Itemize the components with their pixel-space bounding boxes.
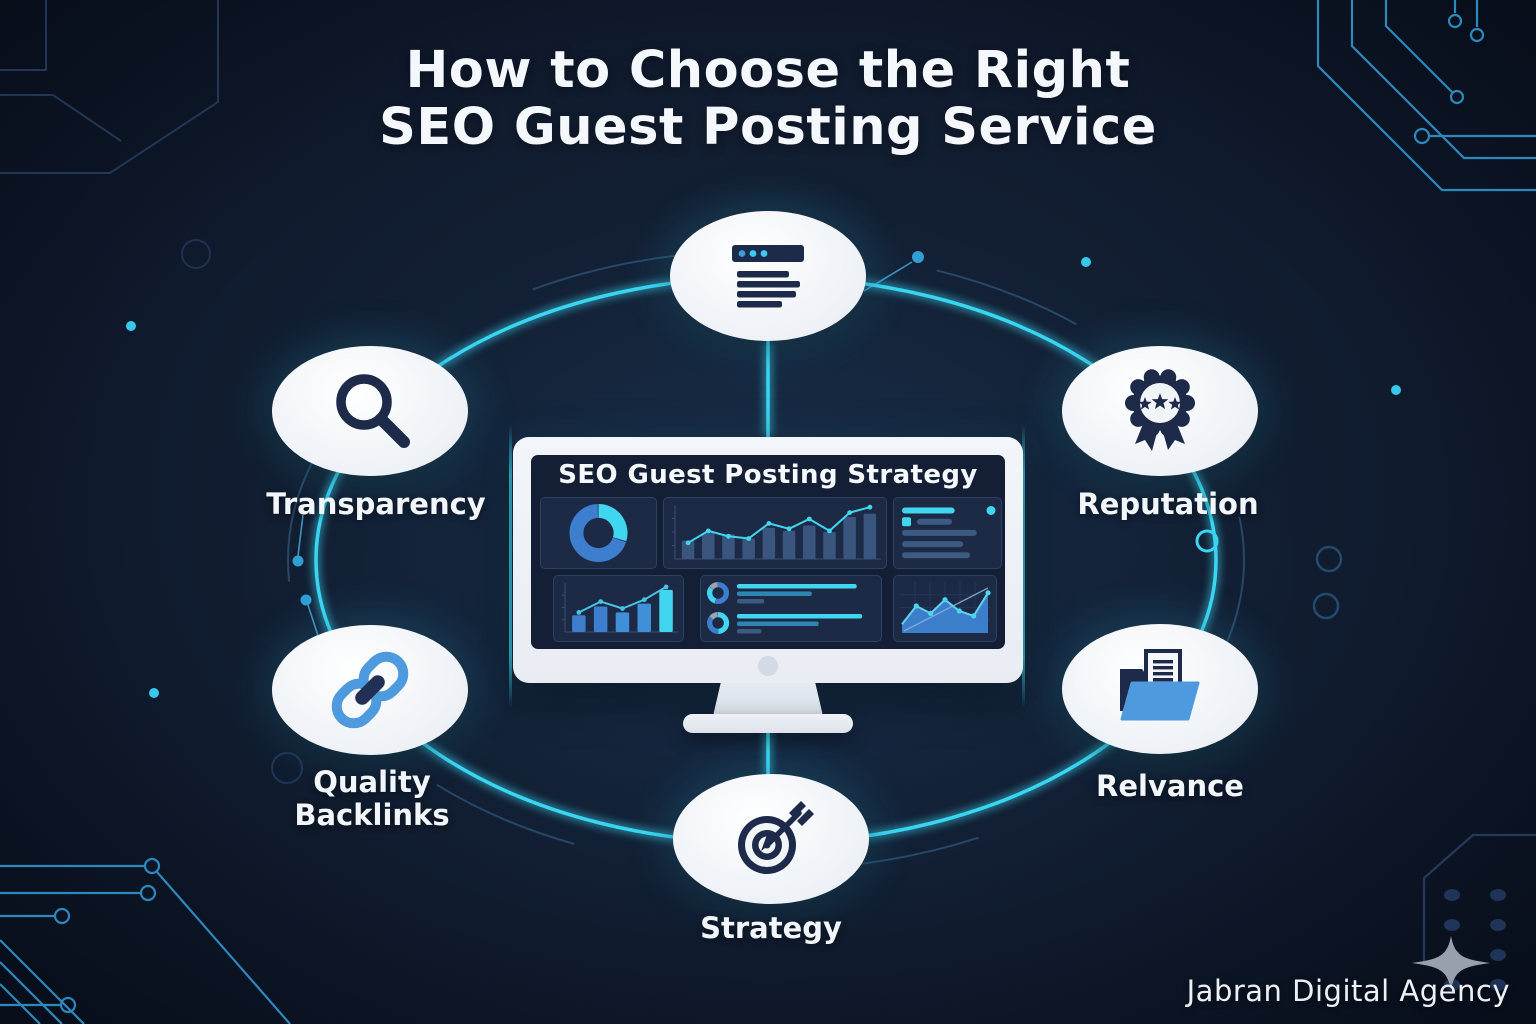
label-relevance: Relvance bbox=[1096, 769, 1244, 803]
monitor-screen: SEO Guest Posting Strategy bbox=[531, 455, 1005, 649]
browser-window-icon bbox=[732, 245, 804, 308]
secondary-orbit-ring bbox=[287, 249, 1245, 871]
node-reputation-circle bbox=[1062, 346, 1258, 476]
monitor: SEO Guest Posting Strategy bbox=[513, 437, 1023, 683]
award-badge-icon bbox=[1125, 369, 1195, 451]
dashboard-panel-growth-chart bbox=[553, 575, 684, 642]
circuit-decoration-top-right bbox=[1316, 0, 1536, 192]
label-reputation: Reputation bbox=[1077, 487, 1259, 521]
scatter-dots bbox=[126, 251, 1401, 784]
search-icon bbox=[336, 374, 410, 448]
folder-icon bbox=[1120, 649, 1200, 721]
dashboard-panel-donut-chart bbox=[540, 497, 657, 569]
label-transparency: Transparency bbox=[266, 487, 486, 521]
monitor-left-glow-line bbox=[509, 424, 512, 708]
dashboard-title: SEO Guest Posting Strategy bbox=[558, 460, 978, 490]
node-relevance-circle bbox=[1062, 624, 1258, 754]
node-backlinks-circle bbox=[272, 625, 468, 755]
brand-footer: Jabran Digital Agency bbox=[1186, 974, 1510, 1008]
dashboard-panel-text-summary bbox=[893, 497, 1002, 569]
label-strategy: Strategy bbox=[700, 911, 842, 945]
dashboard-panel-trend-chart bbox=[663, 497, 887, 569]
monitor-camera-dot bbox=[758, 656, 778, 676]
dashboard-panel-area-chart bbox=[893, 575, 997, 642]
monitor-stand-neck bbox=[713, 683, 823, 716]
node-content-circle bbox=[670, 211, 866, 341]
monitor-stand-base bbox=[683, 714, 853, 733]
monitor-right-glow-line bbox=[1022, 424, 1025, 708]
chain-link-icon bbox=[331, 651, 409, 729]
circuit-decoration-top-left bbox=[0, 0, 219, 269]
dashboard-panel-kpi-list bbox=[700, 575, 882, 642]
circuit-decoration-bottom-left bbox=[0, 857, 291, 1024]
page-title: How to Choose the Right SEO Guest Postin… bbox=[0, 42, 1536, 156]
sparkle-icon bbox=[1412, 936, 1490, 990]
node-transparency-circle bbox=[272, 346, 468, 476]
page-title-line2: SEO Guest Posting Service bbox=[379, 98, 1157, 157]
node-strategy-circle bbox=[673, 774, 869, 904]
target-icon bbox=[738, 801, 814, 874]
page-title-line1: How to Choose the Right bbox=[405, 41, 1131, 100]
label-quality-backlinks: Quality Backlinks bbox=[294, 765, 450, 832]
